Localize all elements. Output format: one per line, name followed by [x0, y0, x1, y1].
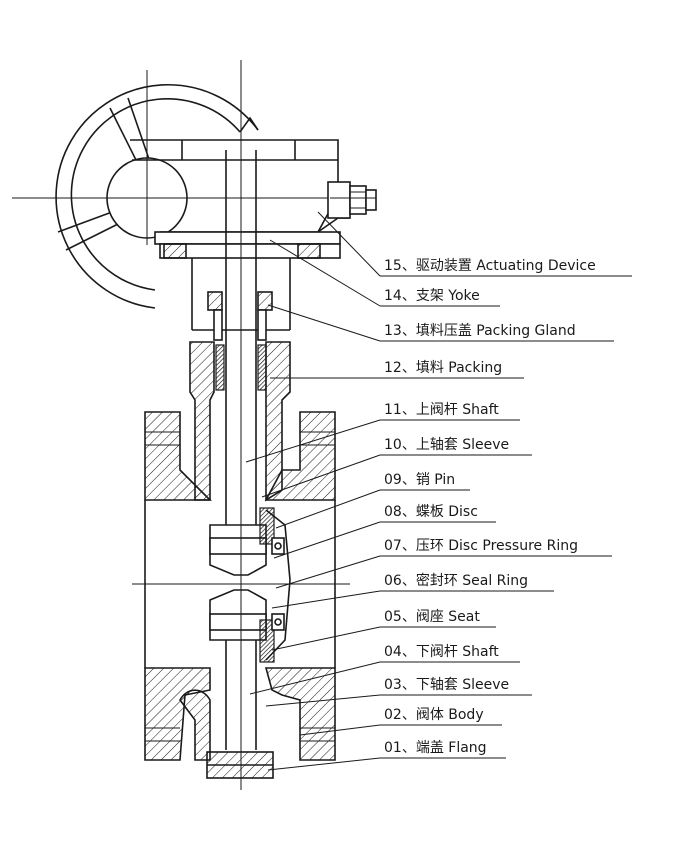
leader-line [269, 239, 381, 307]
handwheel [12, 70, 360, 309]
label-seal-ring: 06、密封环 Seal Ring [384, 572, 528, 589]
label-lower-sleeve: 03、下轴套 Sleeve [384, 677, 509, 693]
label-body: 02、阀体 Body [384, 707, 484, 723]
label-actuating-device: 15、驱动装置 Actuating Device [384, 258, 596, 274]
packing-gland [207, 291, 273, 341]
label-packing: 12、填料 Packing [384, 360, 502, 376]
leader-line [317, 211, 381, 277]
leader-line [245, 419, 381, 463]
label-disc-pressure-ring: 07、压环 Disc Pressure Ring [384, 538, 578, 554]
leader-line [267, 304, 381, 342]
bonnet-neck [189, 341, 291, 502]
valve-body [144, 411, 336, 761]
leader-line [261, 454, 381, 498]
label-upper-sleeve: 10、上轴套 Sleeve [384, 437, 509, 453]
label-yoke: 14、支架 Yoke [384, 288, 480, 304]
disc-assembly [209, 507, 291, 663]
label-packing-gland: 13、填料压盖 Packing Gland [384, 323, 576, 339]
leader-line [271, 626, 381, 651]
end-cap [206, 751, 274, 779]
yoke [154, 231, 341, 331]
label-upper-shaft: 11、上阀杆 Shaft [384, 402, 499, 418]
leader-line [249, 661, 381, 695]
label-seat: 05、阀座 Seat [384, 609, 480, 625]
callout-leaders [245, 211, 632, 771]
label-disc: 08、蝶板 Disc [384, 504, 478, 520]
leader-line [275, 555, 381, 589]
label-end-cap: 01、端盖 Flang [384, 740, 487, 756]
leader-line [267, 757, 381, 771]
callout-labels: 15、驱动装置 Actuating Device 14、支架 Yoke 13、填… [384, 258, 596, 756]
label-lower-shaft: 04、下阀杆 Shaft [384, 644, 499, 660]
label-pin: 09、销 Pin [384, 472, 455, 488]
leader-line [271, 590, 381, 609]
leader-line [299, 724, 381, 736]
leader-line [275, 489, 381, 529]
leader-line [265, 694, 381, 707]
leader-line [273, 521, 381, 559]
